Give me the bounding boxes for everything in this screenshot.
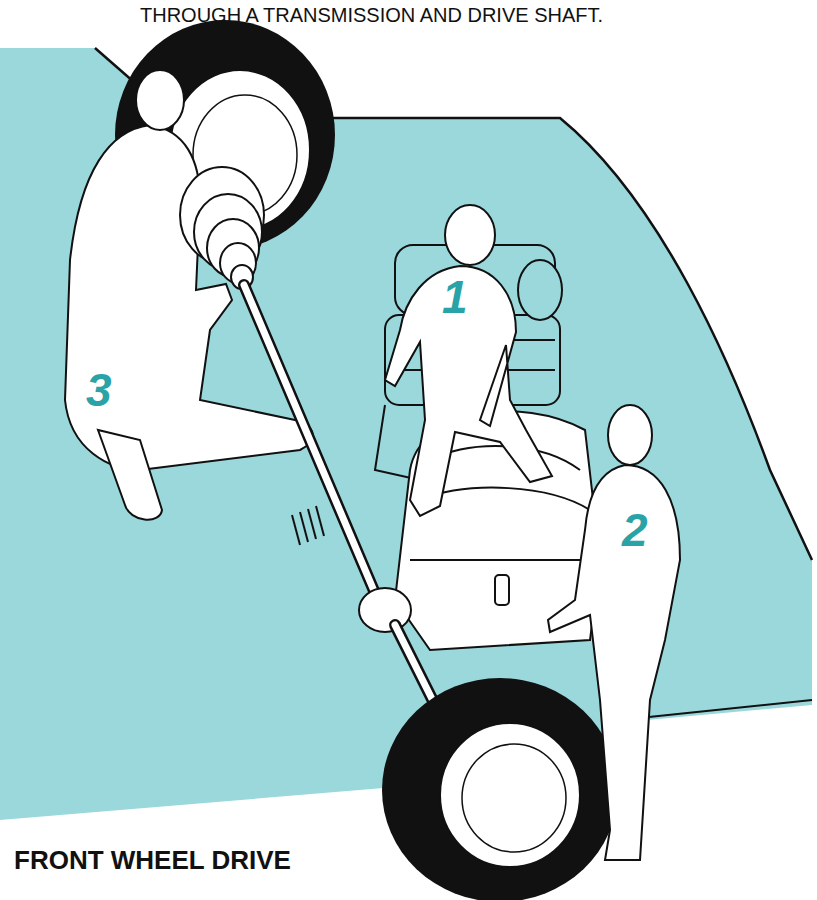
lower-tire xyxy=(382,678,618,900)
person-head xyxy=(445,205,495,265)
person-head xyxy=(608,405,652,465)
callout-number: 1 xyxy=(442,272,468,323)
spring-coil xyxy=(308,509,316,539)
person-head xyxy=(136,70,184,130)
shift-lever xyxy=(495,575,509,605)
gearbox-rib xyxy=(420,488,590,510)
drive-shaft-fill xyxy=(244,285,380,605)
spring-coil xyxy=(300,512,308,542)
figure-two xyxy=(548,405,680,860)
engine-pulley xyxy=(518,260,562,320)
spring-coil xyxy=(316,506,324,536)
caption-text: THROUGH A TRANSMISSION AND DRIVE SHAFT. xyxy=(140,4,603,26)
drive-shaft xyxy=(244,285,380,605)
person-body xyxy=(65,125,313,470)
person-body xyxy=(548,465,680,860)
coil-spring xyxy=(292,506,324,545)
cv-boot xyxy=(180,167,264,289)
lower-rim-ring xyxy=(462,744,566,852)
gearbox-seam xyxy=(410,559,595,561)
car-body xyxy=(0,48,812,820)
person-arm xyxy=(98,430,162,520)
figure-one xyxy=(385,205,552,516)
figure-three xyxy=(65,70,313,520)
spring-coil xyxy=(292,515,300,545)
axle-housing xyxy=(359,588,411,632)
lower-rim xyxy=(440,723,580,867)
callout-number: 3 xyxy=(86,365,112,416)
callout-number: 2 xyxy=(622,505,648,556)
diagram-title: FRONT WHEEL DRIVE xyxy=(14,846,291,875)
person-body xyxy=(385,266,552,516)
